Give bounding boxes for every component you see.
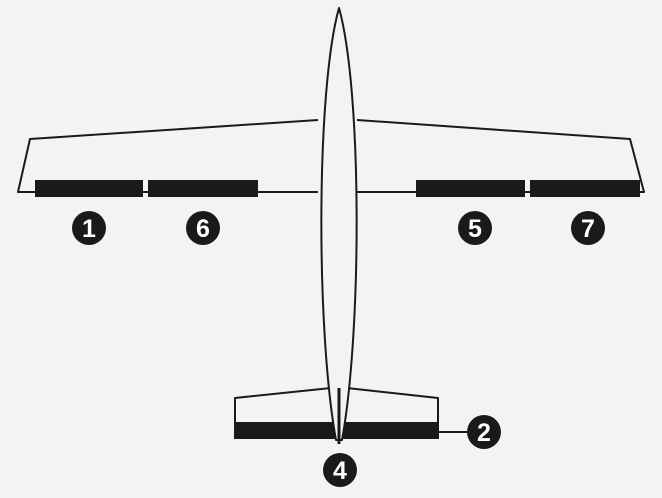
right-outer-aileron bbox=[530, 180, 640, 197]
badge-circle bbox=[458, 211, 492, 245]
marker-6: 6 bbox=[186, 211, 220, 245]
badge-circle bbox=[323, 453, 357, 487]
badge-circle bbox=[571, 211, 605, 245]
badge-circle bbox=[467, 415, 501, 449]
left-elevator bbox=[234, 422, 335, 439]
left-outer-aileron bbox=[35, 180, 143, 197]
marker-2: 2 bbox=[467, 415, 501, 449]
fuselage bbox=[320, 7, 358, 441]
marker-7: 7 bbox=[571, 211, 605, 245]
badge-label: 1 bbox=[82, 215, 96, 243]
marker-1: 1 bbox=[72, 211, 106, 245]
badge-circle bbox=[186, 211, 220, 245]
right-inner-flap bbox=[416, 180, 525, 197]
marker-5: 5 bbox=[458, 211, 492, 245]
badge-label: 5 bbox=[468, 215, 482, 243]
horizontal-stabilizer bbox=[234, 387, 439, 422]
badge-label: 7 bbox=[581, 215, 595, 243]
badge-label: 2 bbox=[477, 419, 491, 447]
badge-label: 4 bbox=[333, 457, 347, 485]
marker-4: 4 bbox=[323, 453, 357, 487]
badge-label: 6 bbox=[196, 215, 210, 243]
badge-circle bbox=[72, 211, 106, 245]
right-elevator bbox=[343, 422, 439, 439]
left-inner-flap bbox=[148, 180, 258, 197]
